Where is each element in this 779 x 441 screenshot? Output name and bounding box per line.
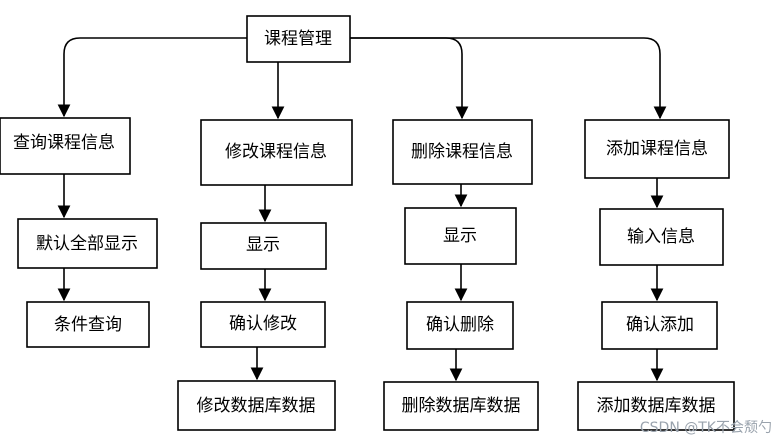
branch-delete-title: 删除课程信息 <box>411 142 513 162</box>
branch-add-step-3: 添加数据库数据 <box>597 396 716 416</box>
branch-modify-step-3: 修改数据库数据 <box>197 396 316 416</box>
branch-delete-step-3: 删除数据库数据 <box>402 396 521 416</box>
branch-add: 添加课程信息 输入信息 确认添加 添加数据库数据 <box>577 119 735 431</box>
edges <box>57 37 667 382</box>
branch-modify-step-2: 确认修改 <box>229 314 297 334</box>
branch-add-step-2: 确认添加 <box>626 315 694 335</box>
branch-query-step-1: 默认全部显示 <box>36 234 138 254</box>
branch-modify-step-1: 显示 <box>246 235 280 255</box>
branch-delete-step-1: 显示 <box>443 226 477 246</box>
branch-query: 查询课程信息 默认全部显示 条件查询 <box>0 117 158 348</box>
branch-add-title: 添加课程信息 <box>606 139 708 159</box>
branch-delete: 删除课程信息 显示 确认删除 删除数据库数据 <box>383 119 539 431</box>
root-node: 课程管理 <box>246 15 351 63</box>
csdn-watermark: CSDN @TK不会颓勺 <box>640 420 772 436</box>
branch-query-title: 查询课程信息 <box>13 133 115 153</box>
edge-root-to-branch-1 <box>57 37 247 118</box>
edge-root-to-branch-4 <box>350 37 667 120</box>
branch-query-step-2: 条件查询 <box>54 315 122 335</box>
root-node-label: 课程管理 <box>264 29 332 49</box>
branch-delete-step-2: 确认删除 <box>426 315 494 335</box>
edge-root-to-branch-3 <box>350 37 469 120</box>
branch-modify-title: 修改课程信息 <box>225 142 327 162</box>
branch-add-step-1: 输入信息 <box>627 227 695 247</box>
branch-modify: 修改课程信息 显示 确认修改 修改数据库数据 <box>177 119 353 431</box>
